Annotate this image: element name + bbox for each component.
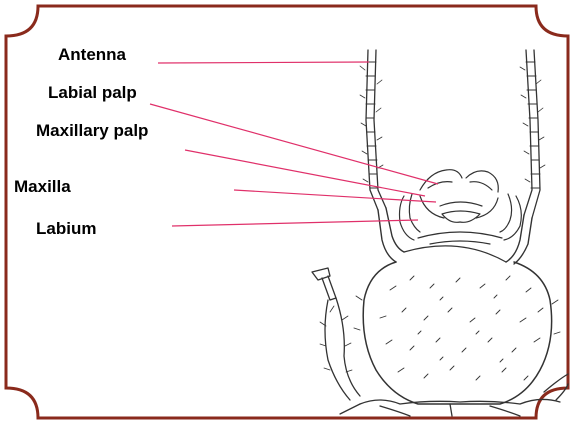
label-labial-palp: Labial palp xyxy=(48,84,137,101)
leg-fragment xyxy=(312,268,360,400)
label-maxilla: Maxilla xyxy=(14,178,71,195)
antenna-leader-line xyxy=(158,62,369,63)
left-antenna xyxy=(360,50,404,262)
label-antenna: Antenna xyxy=(58,46,126,63)
labial-palp-leader-line xyxy=(150,104,438,184)
mouthparts xyxy=(400,170,522,244)
insect-head-drawing xyxy=(312,50,568,416)
frame-border xyxy=(6,6,568,418)
right-antenna xyxy=(506,50,545,264)
maxillary-palp-leader-line xyxy=(185,150,425,196)
label-labium: Labium xyxy=(36,220,96,237)
label-maxillary-palp: Maxillary palp xyxy=(36,122,148,139)
head-capsule xyxy=(354,246,560,404)
labium-leader-line xyxy=(172,220,418,226)
